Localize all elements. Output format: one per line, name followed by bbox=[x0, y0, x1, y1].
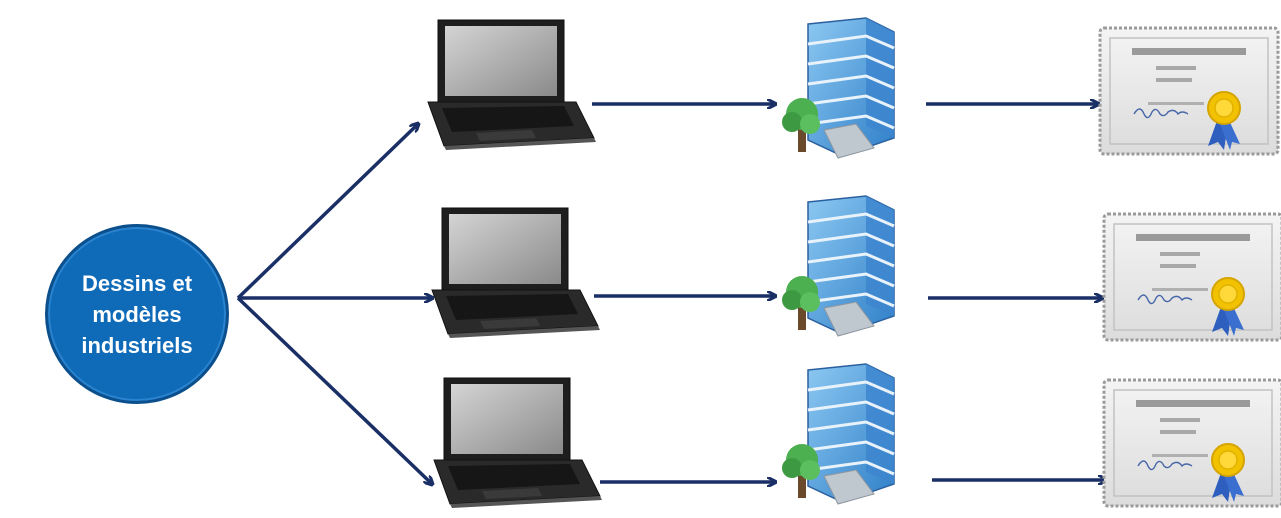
laptop-icon bbox=[427, 19, 597, 151]
source-circle: Dessins et modèles industriels bbox=[45, 224, 229, 404]
branch-arrow-bottom bbox=[236, 296, 432, 484]
certificate-icon bbox=[1098, 26, 1280, 156]
laptop-icon bbox=[431, 207, 601, 339]
flow-row-1 bbox=[427, 16, 1280, 160]
branch-arrows bbox=[236, 124, 432, 484]
certificate-icon bbox=[1102, 378, 1281, 508]
laptop-icon bbox=[433, 377, 603, 509]
source-label: Dessins et modèles industriels bbox=[81, 270, 193, 358]
flow-row-2 bbox=[431, 194, 1281, 342]
office-building-icon bbox=[780, 194, 896, 338]
office-building-icon bbox=[780, 362, 896, 506]
certificate-icon bbox=[1102, 212, 1281, 342]
flow-row-3 bbox=[433, 362, 1281, 509]
branch-arrow-top bbox=[236, 124, 418, 300]
office-building-icon bbox=[780, 16, 896, 160]
